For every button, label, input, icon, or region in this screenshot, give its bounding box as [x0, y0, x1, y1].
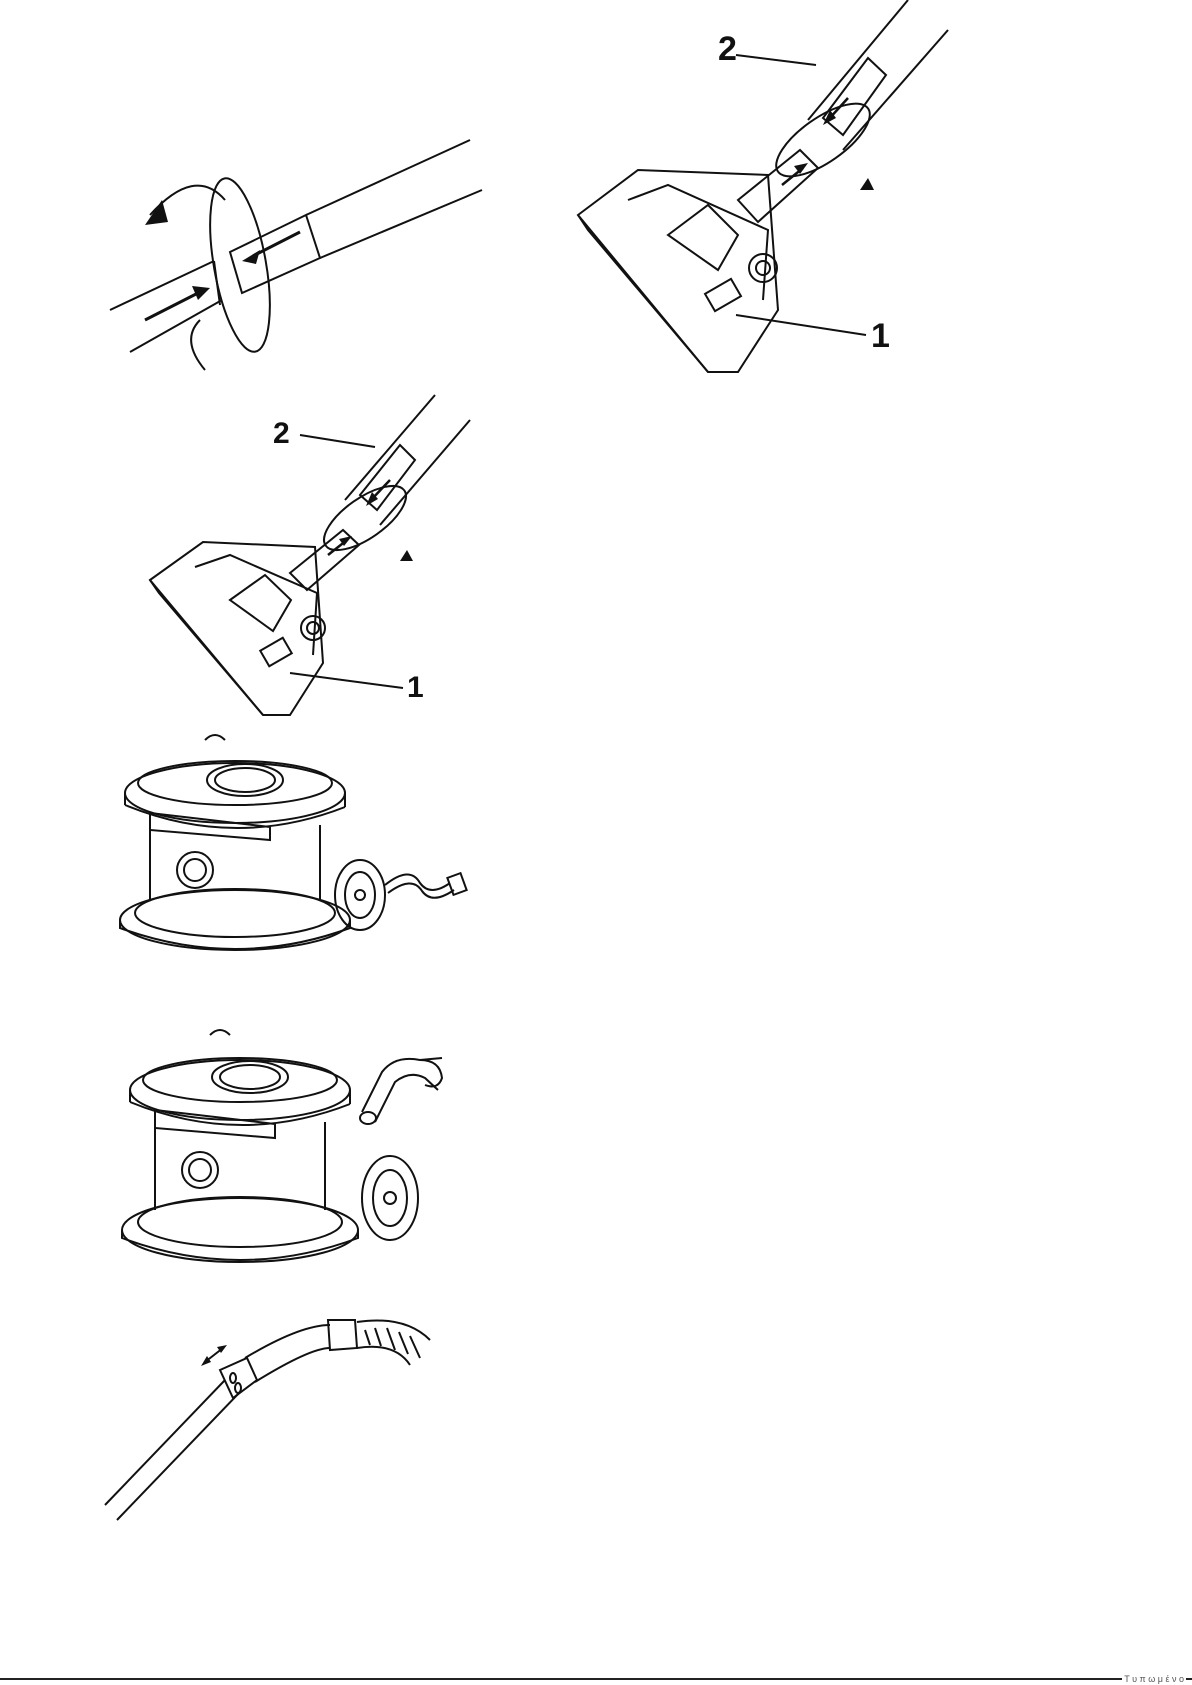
label-hose-number: 2 [718, 30, 737, 68]
figure-nozzle-mid: 2 1 [145, 395, 475, 720]
nozzle-mid-drawing: 2 1 [145, 395, 475, 720]
canister-press-drawing [120, 1030, 460, 1290]
nozzle-top-drawing: 2 1 [568, 0, 948, 380]
canister-cord-drawing [120, 735, 470, 970]
label-nozzle-number: 1 [407, 671, 424, 704]
page-footer-rule [0, 1678, 1192, 1680]
figure-tube-connection [110, 140, 490, 370]
hose-adjust-drawing [105, 1320, 475, 1520]
label-nozzle-number: 1 [871, 317, 890, 355]
figure-canister-press [120, 1030, 460, 1290]
tube-connection-drawing [110, 140, 490, 370]
figure-nozzle-top: 2 1 [568, 0, 948, 380]
figure-canister-cord [120, 735, 470, 970]
page-footer-text: Τ υ π ω μ έ ν ο [1122, 1674, 1186, 1684]
figure-hose-adjust [105, 1320, 475, 1520]
label-hose-number: 2 [273, 417, 290, 450]
